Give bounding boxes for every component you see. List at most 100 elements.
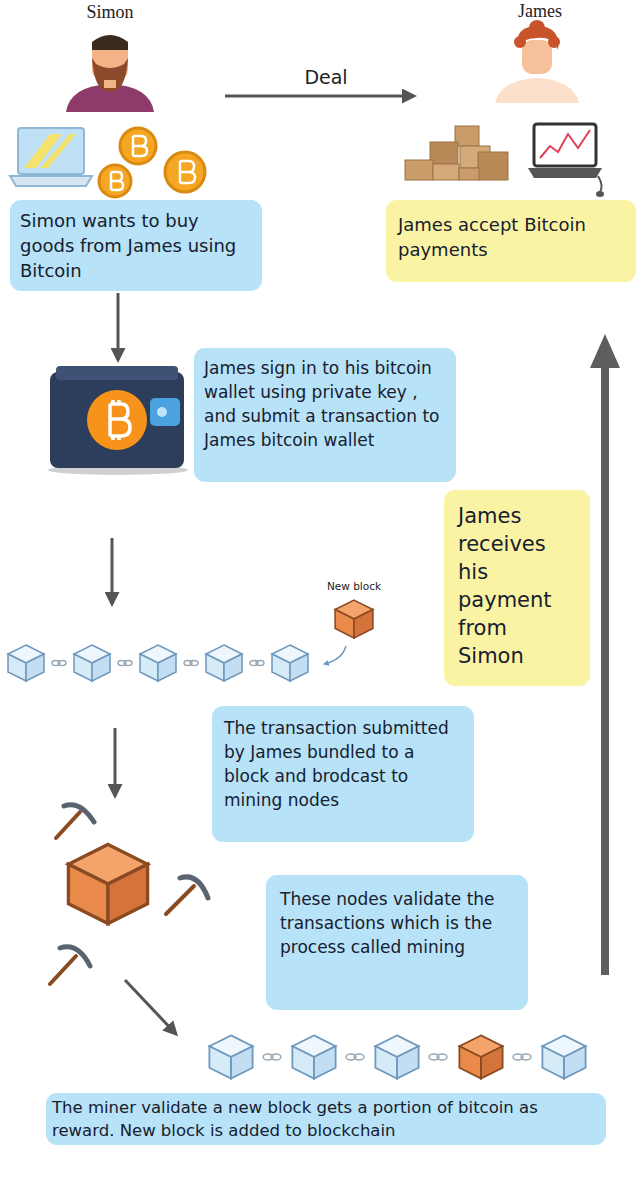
pickaxe xyxy=(50,956,76,984)
laptop-icon xyxy=(18,128,84,174)
blockchain-updated xyxy=(354,1054,364,1060)
laptop-chart-icon xyxy=(596,191,604,197)
blockchain-updated xyxy=(263,1054,531,1060)
bitcoin-coins xyxy=(133,136,147,156)
result-box: James accept Bitcoin payments xyxy=(386,200,636,282)
james-figure xyxy=(495,78,579,103)
blockchain-updated xyxy=(375,1035,418,1078)
step-box: James sign in to his bitcoin wallet usin… xyxy=(194,348,456,482)
james-figure xyxy=(514,36,526,48)
bitcoin-coins xyxy=(165,152,205,192)
parcel-boxes xyxy=(433,164,459,180)
blockchain xyxy=(124,661,132,666)
result-box: James receives his payment from Simon xyxy=(444,490,590,686)
parcel-boxes xyxy=(405,160,433,180)
pickaxe xyxy=(56,805,94,838)
simon-figure xyxy=(92,58,128,92)
blockchain-updated xyxy=(209,1035,252,1078)
bitcoin-wallet xyxy=(157,407,167,417)
person-name: Simon xyxy=(86,2,133,23)
flow-arrow xyxy=(117,293,120,360)
pickaxe xyxy=(166,877,208,914)
blockchain-updated xyxy=(437,1054,447,1060)
mining-block xyxy=(68,844,147,923)
icon-label: New block xyxy=(327,580,381,592)
simon-figure xyxy=(66,35,154,112)
blockchain xyxy=(58,661,66,666)
return-arrow xyxy=(601,362,609,975)
blockchain xyxy=(8,645,44,681)
flow-arrow xyxy=(114,728,117,796)
blockchain-updated xyxy=(459,1035,502,1078)
james-figure xyxy=(529,20,545,36)
parcel-boxes xyxy=(478,152,508,180)
bitcoin-coins xyxy=(120,128,156,164)
blockchain-updated xyxy=(209,1035,585,1078)
laptop-chart-icon xyxy=(528,124,604,197)
laptop-icon xyxy=(10,128,92,186)
james-figure xyxy=(495,20,579,103)
new-block-arrow xyxy=(324,646,346,664)
step-box: These nodes validate the transactions wh… xyxy=(266,875,528,1010)
pickaxe xyxy=(64,805,94,822)
pickaxe xyxy=(56,812,80,838)
return-arrow xyxy=(590,334,620,368)
step-box: The transaction submitted by James bundl… xyxy=(212,706,474,842)
blockchain-updated xyxy=(271,1054,281,1060)
laptop-chart-icon xyxy=(528,168,602,178)
blockchain xyxy=(272,645,308,681)
parcel-boxes xyxy=(455,126,479,146)
parcel-boxes xyxy=(405,126,508,180)
box-text: James accept Bitcoin payments xyxy=(398,212,624,262)
blockchain xyxy=(256,661,264,666)
simon-figure xyxy=(104,80,116,88)
outcome-band: The miner validate a new block gets a po… xyxy=(46,1093,606,1145)
laptop-chart-icon xyxy=(540,130,590,158)
box-text: The miner validate a new block gets a po… xyxy=(52,1096,600,1142)
box-text: The transaction submitted by James bundl… xyxy=(224,716,462,812)
laptop-icon xyxy=(40,134,76,168)
bitcoin-wallet xyxy=(48,366,188,475)
bitcoin-coins xyxy=(99,165,131,197)
box-text: James sign in to his bitcoin wallet usin… xyxy=(204,356,446,452)
bitcoin-coins xyxy=(111,172,123,190)
blockchain xyxy=(140,645,176,681)
flow-arrow xyxy=(125,980,176,1034)
laptop-chart-icon xyxy=(534,124,596,166)
bitcoin-wallet xyxy=(110,400,130,440)
laptop-icon xyxy=(10,176,92,186)
deal-arrow xyxy=(225,95,414,98)
blockchain xyxy=(8,645,308,681)
blockchain xyxy=(52,661,264,666)
step-box: Simon wants to buy goods from James usin… xyxy=(10,200,262,291)
bitcoin-coins xyxy=(180,161,195,183)
bitcoin-wallet xyxy=(150,398,180,426)
flow-arrow xyxy=(111,538,114,604)
pickaxe xyxy=(60,947,90,966)
bitcoin-wallet xyxy=(87,390,147,450)
pickaxe xyxy=(50,947,90,984)
james-figure xyxy=(548,36,560,48)
parcel-boxes xyxy=(459,168,479,180)
box-text: Simon wants to buy goods from James usin… xyxy=(20,208,252,283)
blockchain xyxy=(74,645,110,681)
return-arrow xyxy=(590,334,620,975)
james-figure xyxy=(522,40,552,74)
box-text: James receives his payment from Simon xyxy=(458,502,576,670)
arrow-label: Deal xyxy=(304,66,347,88)
new-block-cube xyxy=(335,600,373,638)
parcel-boxes xyxy=(430,142,458,164)
pickaxe xyxy=(166,886,194,914)
blockchain-updated xyxy=(542,1035,585,1078)
blockchain xyxy=(206,645,242,681)
box-text: These nodes validate the transactions wh… xyxy=(280,887,514,959)
simon-figure xyxy=(92,35,128,50)
pickaxe xyxy=(180,877,208,898)
laptop-chart-icon xyxy=(598,176,602,192)
person-name: James xyxy=(518,1,562,22)
bitcoin-wallet xyxy=(56,366,178,380)
bitcoin-coins xyxy=(99,128,205,197)
blockchain xyxy=(190,661,198,666)
blockchain-updated xyxy=(521,1054,531,1060)
blockchain-updated xyxy=(292,1035,335,1078)
